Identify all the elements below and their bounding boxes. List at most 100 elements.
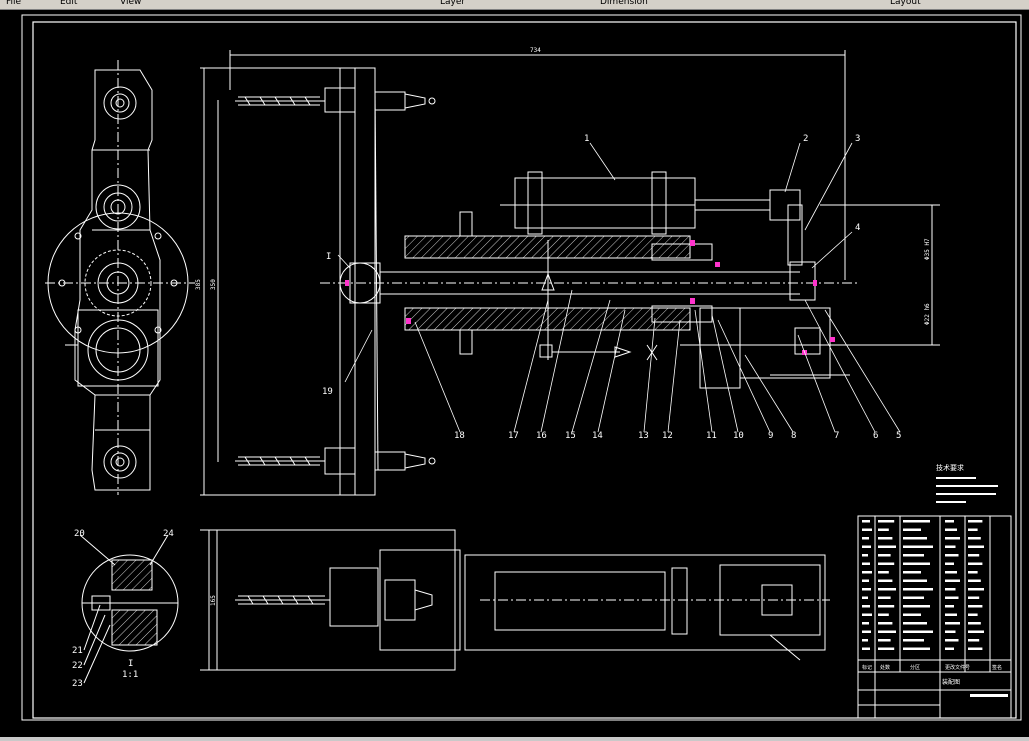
parts-list-cell	[862, 596, 868, 599]
parts-list-cell	[903, 562, 930, 565]
parts-list-cell	[878, 545, 896, 548]
parts-list-cell	[878, 596, 891, 599]
callout-11: 11	[706, 431, 717, 441]
parts-list-cell	[878, 622, 893, 625]
parts-list-cell	[862, 588, 871, 591]
parts-list-cell	[878, 562, 895, 565]
parts-list-cell	[862, 554, 868, 557]
leader-lines	[337, 142, 901, 433]
toolbar-item-edit[interactable]: Edit	[60, 0, 78, 7]
parts-list-cell	[945, 605, 954, 608]
parts-list-cell	[945, 579, 960, 582]
parts-list-cell	[903, 571, 921, 574]
parts-list-cell	[945, 545, 956, 548]
dim-left-h1: 385	[195, 279, 202, 290]
parts-list-cell	[945, 613, 957, 616]
parts-list-cell	[968, 622, 981, 625]
parts-list-cell	[903, 528, 921, 531]
parts-list-cell	[862, 579, 869, 582]
callout-4: 4	[855, 223, 860, 233]
dimension-texts: 734 385 350 Φ35 H7 Φ22 h6 165	[195, 47, 931, 606]
callout-17: 17	[508, 431, 519, 441]
drawing-number-mark	[970, 694, 1008, 697]
callout-13: 13	[638, 431, 649, 441]
parts-list-cell	[862, 528, 872, 531]
parts-list-cell	[878, 579, 893, 582]
callout-2: 2	[803, 134, 808, 144]
parts-list-cell	[968, 537, 981, 540]
detail-label: I	[128, 659, 133, 669]
section-mark: I	[326, 252, 331, 262]
parts-list-cell	[903, 596, 924, 599]
tb-label-4: 签名	[992, 664, 1002, 671]
parts-list-cell	[862, 571, 872, 574]
parts-list-cell	[945, 554, 959, 557]
parts-list-cell	[903, 605, 930, 608]
callout-20: 20	[74, 529, 85, 539]
tb-label-3: 更改文件号	[945, 664, 970, 671]
callout-18: 18	[454, 431, 465, 441]
title-block-rows	[862, 520, 1008, 697]
callout-16: 16	[536, 431, 547, 441]
parts-list-cell	[862, 622, 869, 625]
tb-name: 装配图	[942, 678, 960, 686]
parts-list-cell	[968, 520, 983, 523]
parts-list-cell	[903, 520, 930, 523]
parts-list-cell	[903, 588, 933, 591]
parts-list-cell	[862, 613, 872, 616]
parts-list-cell	[878, 528, 889, 531]
parts-list-cell	[903, 613, 921, 616]
toolbar-item-layout[interactable]: Layout	[890, 0, 921, 7]
parts-list-cell	[862, 562, 870, 565]
callout-12: 12	[662, 431, 673, 441]
parts-list-cell	[903, 545, 933, 548]
parts-list-cell	[968, 562, 983, 565]
parts-list-cell	[903, 622, 927, 625]
callout-9: 9	[768, 431, 773, 441]
detail-view	[79, 534, 179, 684]
tech-notes: 技术要求	[936, 463, 998, 503]
outer-frame	[21, 14, 1022, 721]
parts-list-cell	[878, 613, 889, 616]
callout-1: 1	[584, 134, 589, 144]
tb-label-1: 处数	[880, 664, 890, 671]
parts-list-cell	[878, 639, 891, 642]
notes-title: 技术要求	[936, 463, 964, 472]
toolbar-item-file[interactable]: File	[6, 0, 22, 7]
callouts: 1 2 3 4 5 6 7 8 9 10 11 12 13 14 15 16 1…	[322, 134, 901, 441]
detail-callouts: 20 21 22 23 24 I 1:1	[72, 529, 174, 689]
callout-19: 19	[322, 387, 333, 397]
parts-list-cell	[968, 588, 984, 591]
parts-list-cell	[968, 571, 978, 574]
parts-list-cell	[878, 630, 896, 633]
parts-list-cell	[903, 639, 924, 642]
parts-list-cell	[903, 579, 927, 582]
parts-list-cell	[903, 554, 924, 557]
cad-drawing: 1 2 3 4 5 6 7 8 9 10 11 12 13 14 15 16 1…	[21, 14, 1022, 721]
callout-22: 22	[72, 661, 83, 671]
callout-23: 23	[72, 679, 83, 689]
parts-list-cell	[878, 571, 889, 574]
callout-5: 5	[896, 431, 901, 441]
parts-list-cell	[968, 554, 980, 557]
parts-list-cell	[945, 537, 960, 540]
callout-10: 10	[733, 431, 744, 441]
callout-14: 14	[592, 431, 603, 441]
title-block-labels: 标记 处数 分区 更改文件号 签名 装配图	[862, 664, 1002, 686]
toolbar-item-view[interactable]: View	[120, 0, 142, 7]
parts-list-cell	[968, 596, 980, 599]
toolbar-item-dimension[interactable]: Dimension	[600, 0, 648, 7]
parts-list-cell	[945, 630, 956, 633]
parts-list-cell	[968, 545, 984, 548]
parts-list-cell	[945, 588, 956, 591]
side-view	[45, 60, 195, 495]
dim-right-v2: Φ22 h6	[924, 303, 931, 325]
toolbar-item-layer[interactable]: Layer	[440, 0, 466, 7]
callout-3: 3	[855, 134, 860, 144]
toolbar: File Edit View Layer Dimension Layout	[0, 0, 1029, 10]
callout-6: 6	[873, 431, 878, 441]
parts-list-cell	[878, 647, 895, 650]
drawing-canvas[interactable]: 1 2 3 4 5 6 7 8 9 10 11 12 13 14 15 16 1…	[0, 10, 1029, 737]
parts-list-cell	[862, 537, 869, 540]
inner-frame	[32, 21, 1017, 719]
